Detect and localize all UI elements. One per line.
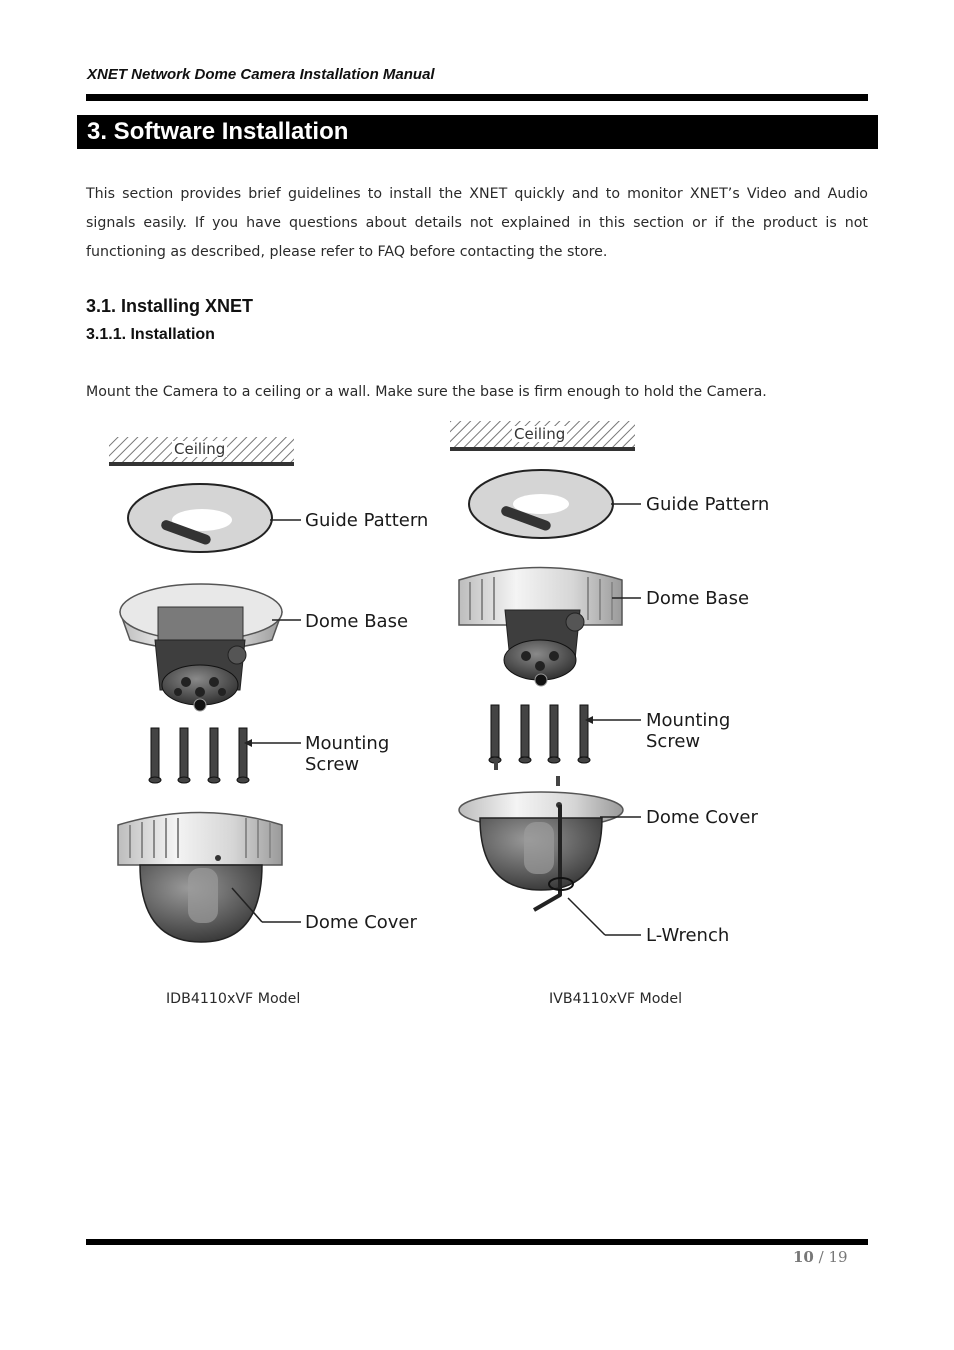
right-ceiling-label: Ceiling [512,426,567,442]
page-current: 10 [793,1248,814,1266]
left-model-caption: IDB4110xVF Model [166,991,300,1007]
left-dome-cover-label: Dome Cover [305,912,417,933]
left-guide-pattern-label: Guide Pattern [305,510,428,531]
right-dome-base [459,568,622,687]
right-guide-pattern-label: Guide Pattern [646,494,769,515]
page-total: 19 [829,1248,848,1266]
right-dome-cover-label: Dome Cover [646,807,758,828]
left-mounting-screw-label-line1: Mounting [305,733,389,754]
right-dome-cover [459,760,623,890]
right-l-wrench-label: L-Wrench [646,925,729,946]
left-dome-cover [118,813,282,943]
left-dome-base-label: Dome Base [305,611,408,632]
page-separator: / [819,1248,824,1266]
footer-rule [86,1239,868,1245]
left-mounting-screw-label-line2: Screw [305,754,359,775]
right-model-caption: IVB4110xVF Model [549,991,682,1007]
left-mounting-screws [149,728,249,783]
right-mounting-screw-label-line2: Screw [646,731,700,752]
right-mounting-screw-label-line1: Mounting [646,710,730,731]
right-mounting-screws [489,705,590,763]
right-dome-base-label: Dome Base [646,588,749,609]
page-number: 10 / 19 [793,1248,848,1266]
left-dome-base [120,584,282,711]
left-ceiling-label: Ceiling [172,441,227,457]
left-guide-pattern-disc [128,484,272,552]
right-guide-pattern-disc [469,470,613,538]
